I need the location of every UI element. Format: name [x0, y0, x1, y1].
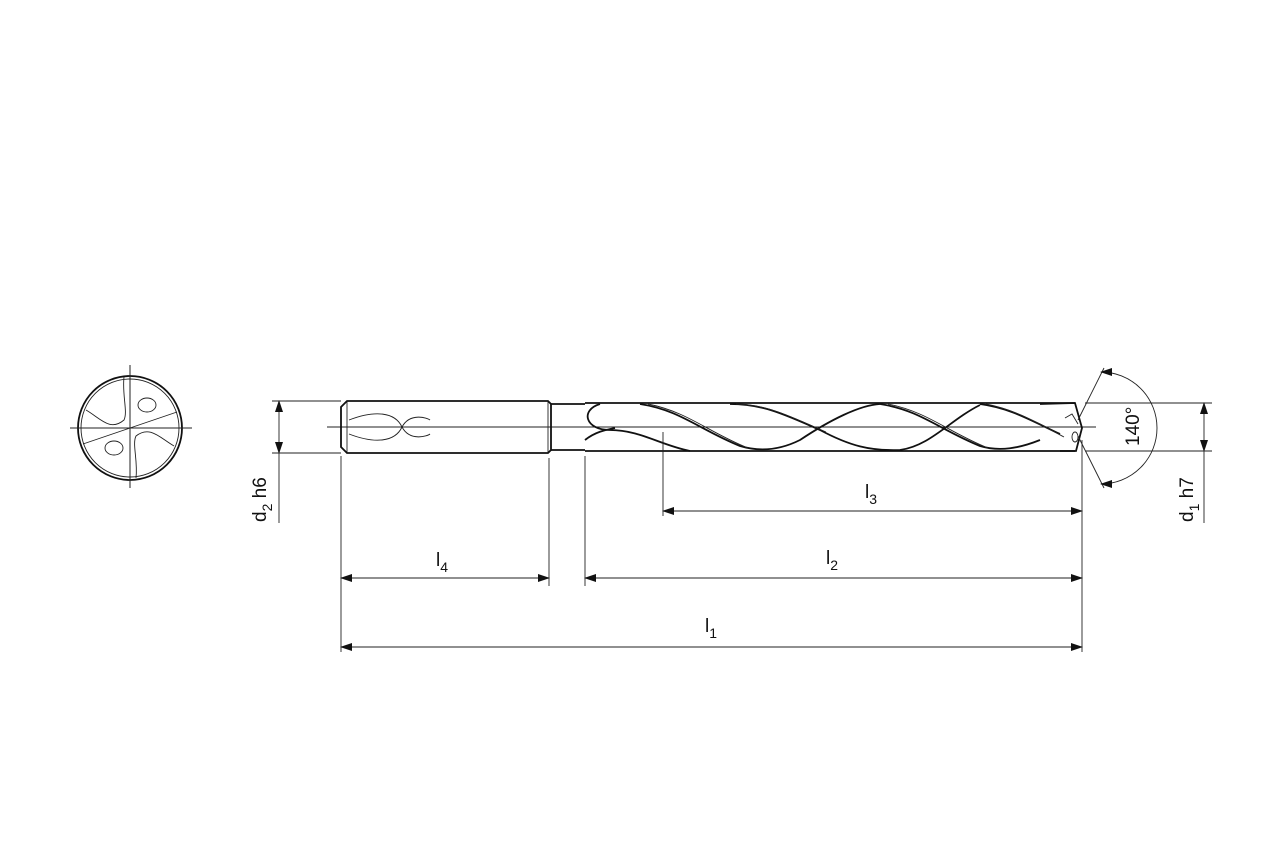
- angle-label: 140°: [1123, 407, 1144, 446]
- shank: [340, 400, 552, 454]
- dimension-lines: [275, 368, 1208, 651]
- l2-label: l2: [826, 548, 838, 573]
- extension-lines: [272, 367, 1212, 652]
- l1-label: l1: [705, 616, 717, 641]
- fluted-body: [584, 402, 1083, 452]
- l4-label: l4: [436, 550, 448, 575]
- l3-label: l3: [865, 482, 877, 507]
- d2-label: d2 h6: [250, 477, 275, 522]
- end-view-icon: [70, 365, 192, 488]
- d1-label: d1 h7: [1177, 477, 1202, 522]
